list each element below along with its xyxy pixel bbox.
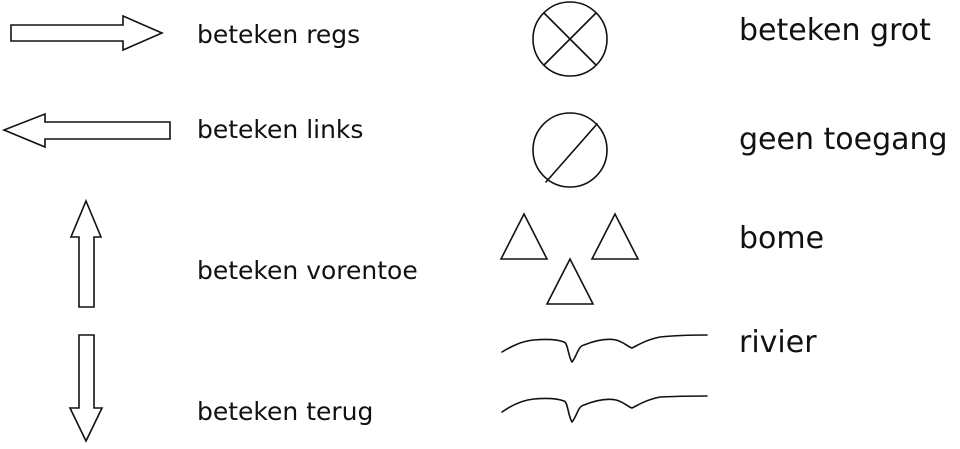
arrow-left-icon bbox=[1, 112, 171, 149]
circle-cross-icon bbox=[532, 1, 608, 77]
arrow-right-icon bbox=[10, 14, 165, 52]
label-back: beteken terug bbox=[197, 397, 374, 426]
river-lines-icon bbox=[501, 334, 708, 423]
circle-slash-icon bbox=[532, 112, 608, 188]
label-right: beteken regs bbox=[197, 20, 361, 49]
label-cave: beteken grot bbox=[739, 13, 931, 48]
label-forward: beteken vorentoe bbox=[197, 256, 418, 285]
label-river: rivier bbox=[739, 325, 817, 360]
arrow-down-icon bbox=[68, 334, 104, 443]
label-no-access: geen toegang bbox=[739, 122, 948, 157]
arrow-up-icon bbox=[69, 198, 103, 308]
label-trees: bome bbox=[739, 221, 825, 256]
triangles-icon bbox=[499, 212, 640, 305]
label-left: beteken links bbox=[197, 115, 364, 144]
